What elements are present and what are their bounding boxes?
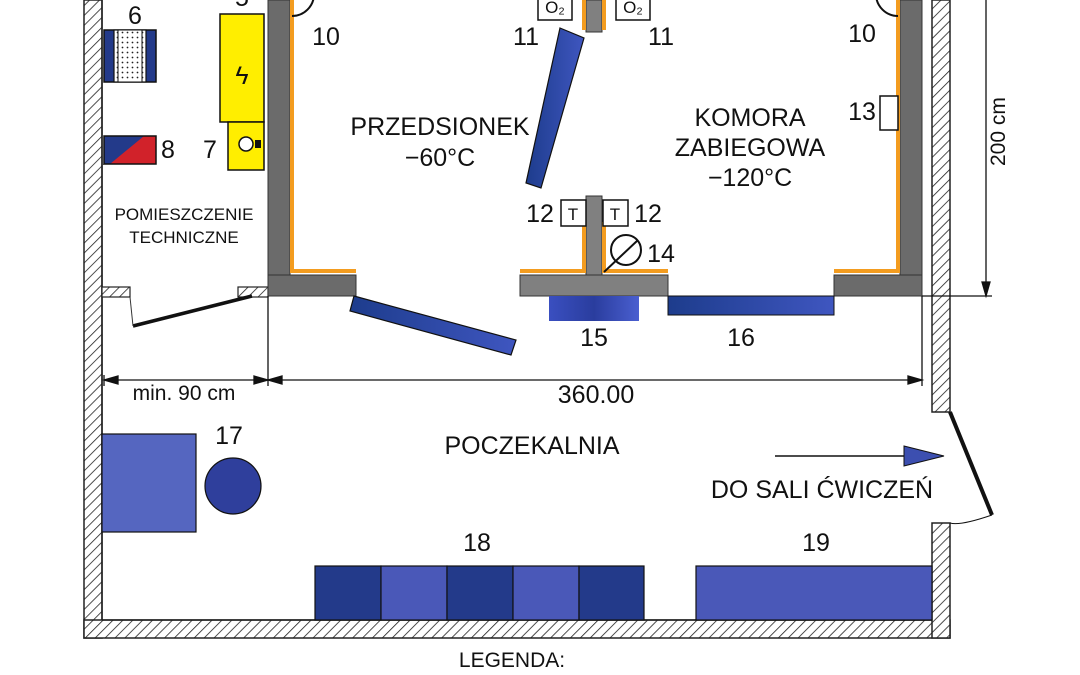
room-techniczne-1: POMIESZCZENIE [115, 205, 254, 224]
bench-seat [314, 565, 382, 621]
marker-8: 8 [161, 136, 175, 164]
waiting-room-furniture [101, 433, 933, 621]
marker-11-left: 11 [513, 23, 539, 51]
entry-door [349, 295, 517, 356]
room-komora-name-1: KOMORA [694, 104, 805, 132]
direction-label: DO SALI ĆWICZEŃ [711, 475, 933, 504]
item-17-stool [204, 457, 262, 515]
room-przedsionek-temp: −60°C [405, 144, 475, 172]
inner-door [525, 27, 585, 189]
marker-10-left: 10 [312, 23, 340, 51]
marker-7: 7 [203, 136, 217, 164]
item-19-lockers [695, 565, 933, 621]
dim-min-90: min. 90 cm [133, 382, 236, 405]
o2-label-left: O₂ [545, 0, 565, 17]
marker-11-right: 11 [648, 23, 674, 51]
marker-5: 5 [235, 0, 249, 12]
marker-14: 14 [647, 240, 675, 268]
marker-10-right: 10 [848, 20, 876, 48]
marker-15: 15 [580, 324, 608, 352]
bench-seat [446, 565, 514, 621]
technical-room-partition [101, 286, 269, 328]
thermo-label-left: T [568, 205, 578, 224]
o2-sensor-left [537, 0, 573, 21]
o2-label-right: O₂ [623, 0, 643, 17]
room-komora-temp: −120°C [708, 164, 792, 192]
thermometer-left [560, 199, 587, 227]
chamber-fixtures [291, 0, 899, 273]
labels: 5 6 7 8 10 10 11 11 O₂ O₂ 12 12 T T 13 1… [115, 0, 1010, 672]
bench-seat [380, 565, 448, 621]
cryo-chamber-walls [267, 0, 923, 297]
marker-12-right: 12 [634, 200, 662, 228]
o2-sensor-right [615, 0, 651, 21]
room-komora-name-2: ZABIEGOWA [675, 134, 826, 162]
bulb-icon [238, 136, 254, 152]
technical-room-door [132, 294, 253, 328]
marker-17: 17 [215, 422, 243, 450]
marker-16: 16 [727, 324, 755, 352]
dim-360: 360.00 [558, 381, 634, 409]
thermometer-right [602, 199, 629, 227]
item-15-step [549, 296, 639, 321]
exit-door [948, 411, 994, 525]
direction-arrow [775, 445, 945, 467]
item-17-table [101, 433, 197, 533]
marker-18: 18 [463, 529, 491, 557]
marker-13: 13 [848, 98, 876, 126]
electric-cabinet [219, 13, 265, 123]
dim-200-cm: 200 cm [987, 97, 1010, 166]
chamber-doors [349, 27, 835, 356]
bolt-icon: ϟ [235, 62, 248, 90]
bench-seat [578, 565, 645, 621]
marker-19: 19 [802, 529, 830, 557]
thermo-label-right: T [610, 205, 620, 224]
technical-equipment: ϟ [102, 13, 265, 171]
room-przedsionek-name: PRZEDSIONEK [350, 113, 530, 141]
item-8-heater [103, 135, 157, 165]
dimension-lines [101, 0, 992, 386]
marker-6: 6 [128, 2, 142, 30]
bench-seat [512, 565, 580, 621]
item-13-panel [879, 95, 899, 131]
room-poczekalnia: POCZEKALNIA [444, 432, 619, 460]
item-16-window [667, 295, 835, 316]
marker-12-left: 12 [526, 200, 554, 228]
room-techniczne-2: TECHNICZNE [129, 228, 239, 247]
legend-title: LEGENDA: [459, 649, 565, 672]
